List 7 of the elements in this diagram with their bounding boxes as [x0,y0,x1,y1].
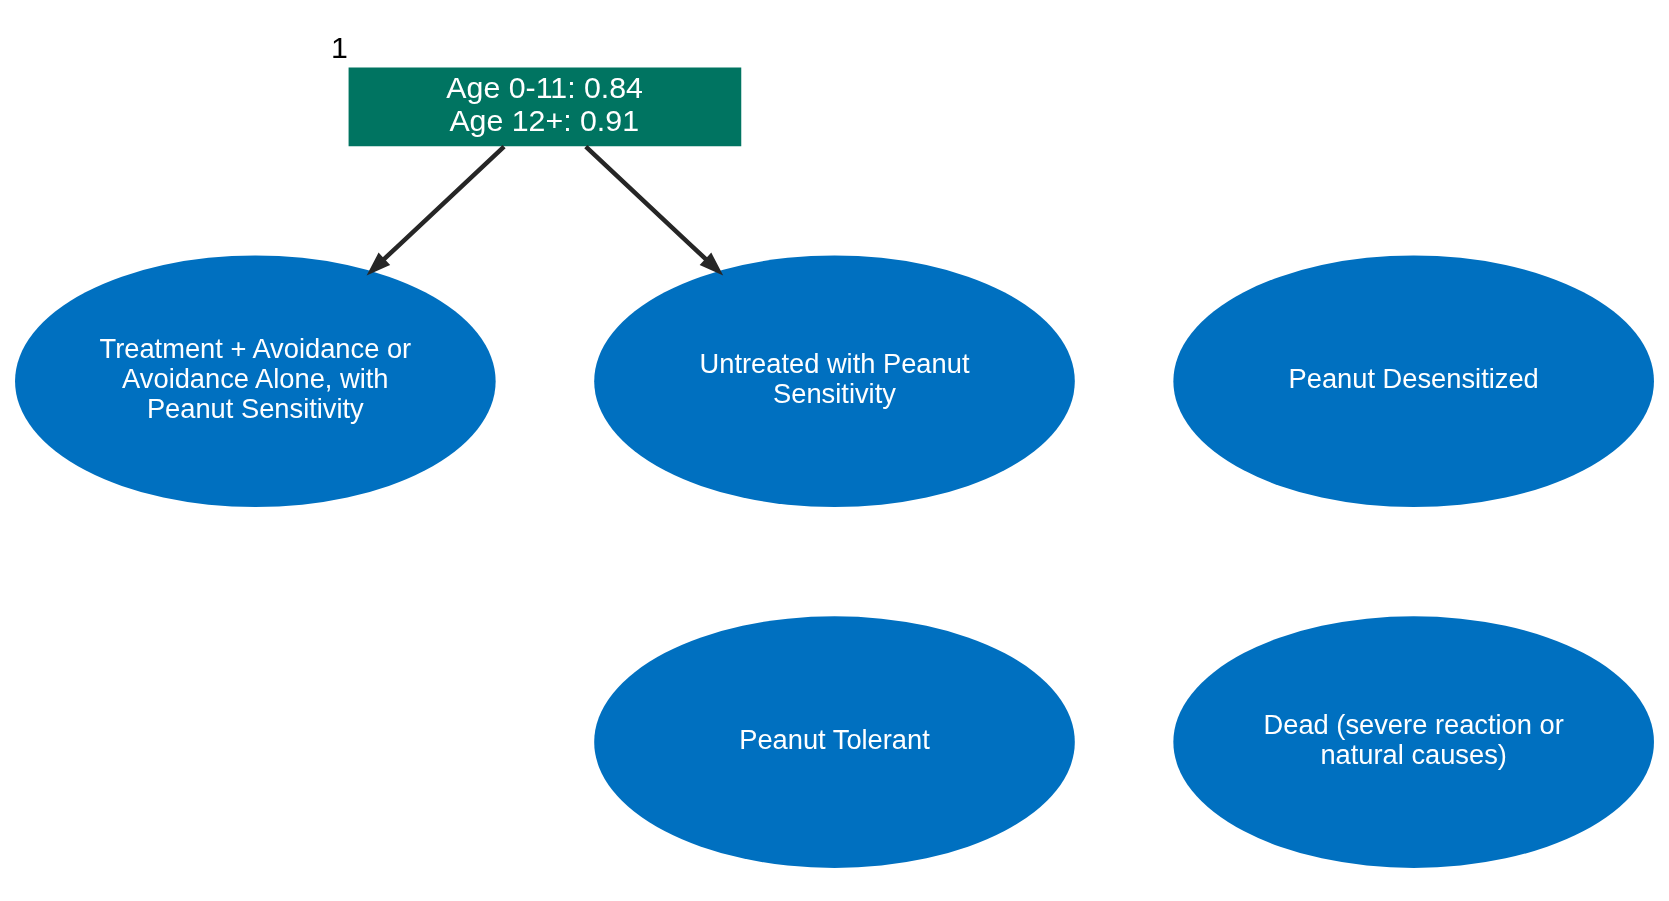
node-label: 1 [331,30,348,64]
node-ellipse: Dead (severe reaction or natural causes) [1173,615,1654,868]
node-ellipse: Peanut Tolerant [594,615,1075,868]
node-box: Age 0-11: 0.84 Age 12+: 0.91 [348,66,742,146]
arrow [366,144,506,275]
arrow [584,144,724,275]
node-ellipse: Peanut Desensitized [1173,254,1654,507]
